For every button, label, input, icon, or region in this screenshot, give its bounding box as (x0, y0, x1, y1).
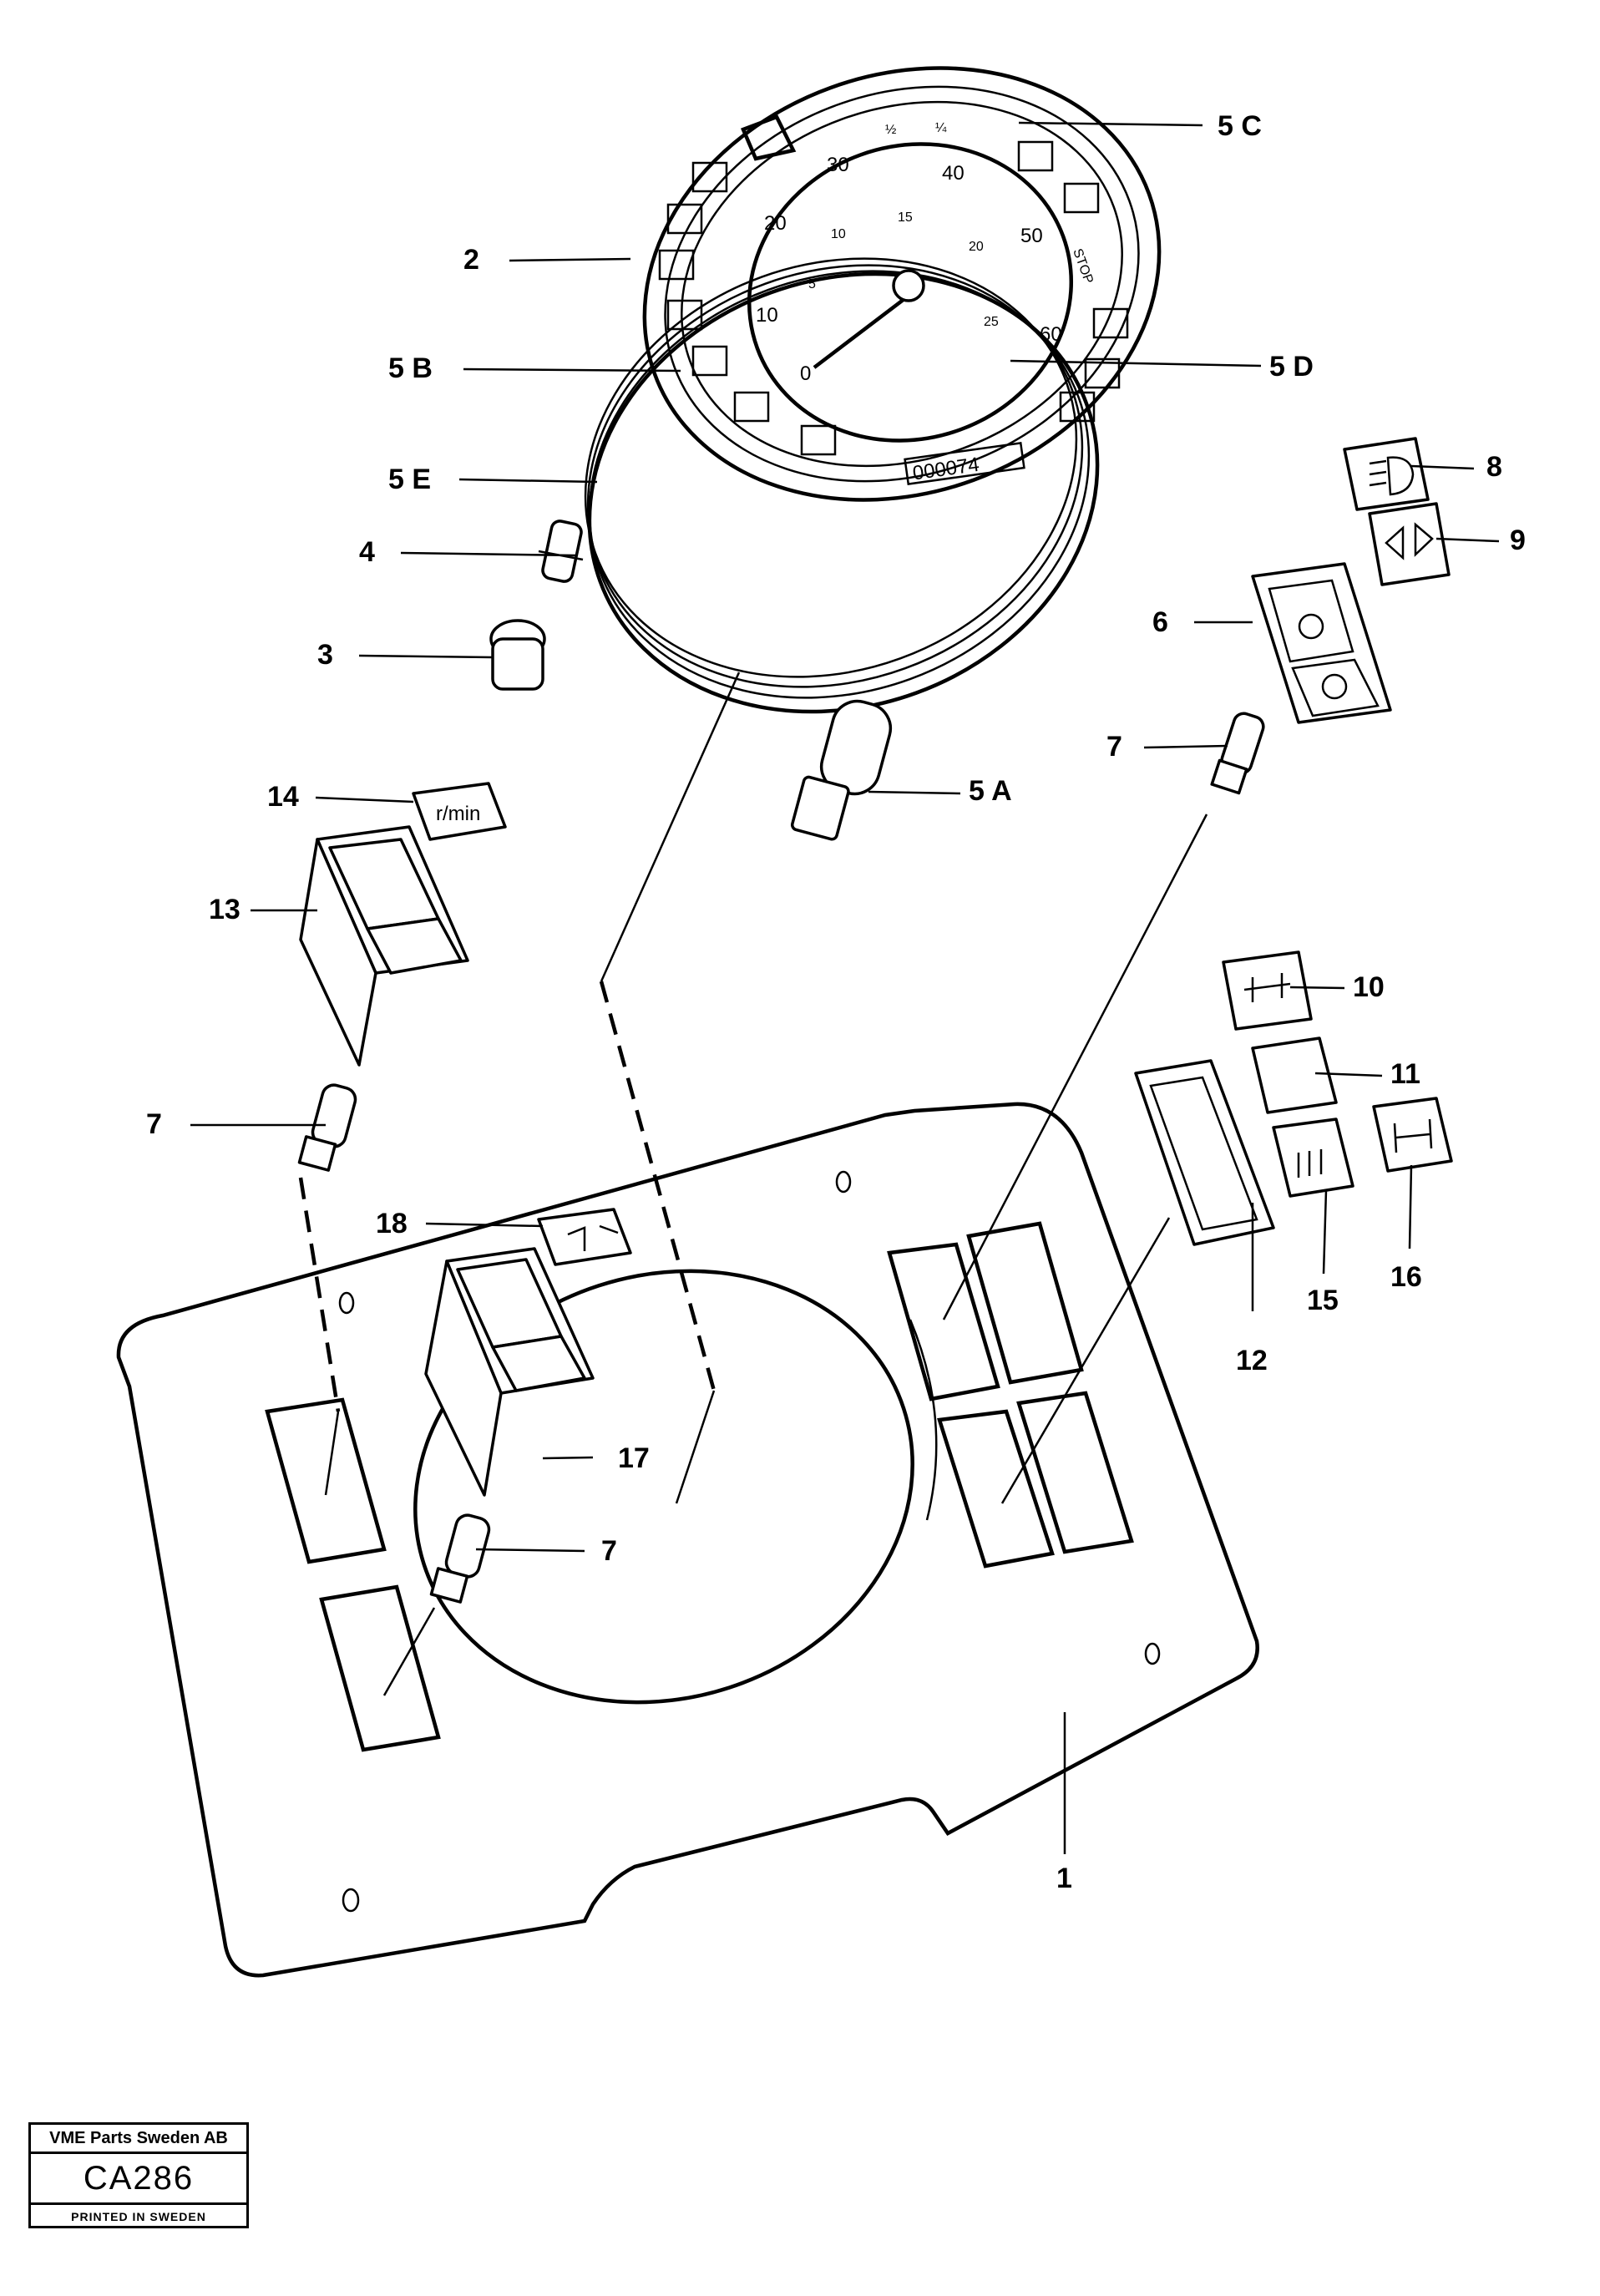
label-7-lower: 7 (601, 1535, 617, 1567)
label-4: 4 (359, 536, 375, 568)
symbol-16 (1372, 1097, 1453, 1173)
dial-tick-10: 10 (756, 304, 778, 327)
symbol-14: r/min (412, 782, 507, 841)
bulb-5a (790, 699, 893, 841)
switch-12 (1134, 1059, 1275, 1246)
bulb-7-left (297, 1083, 357, 1172)
stamp-printed: PRINTED IN SWEDEN (71, 2210, 206, 2223)
label-12: 12 (1236, 1345, 1268, 1376)
dial-tick-50: 50 (1020, 225, 1043, 247)
label-1: 1 (1056, 1863, 1072, 1894)
stamp-company: VME Parts Sweden AB (31, 2125, 246, 2154)
bulb-4 (538, 520, 584, 583)
label-18: 18 (376, 1208, 408, 1239)
label-15: 15 (1307, 1285, 1339, 1316)
label-13: 13 (209, 894, 241, 925)
label-5b: 5 B (388, 352, 433, 384)
assembly-lines (298, 672, 1208, 1696)
dial-tick-30: 30 (827, 154, 849, 176)
fuel-mark-quarter: ¼ (935, 121, 947, 135)
combination-instrument: 0 10 20 30 40 50 60 5 10 15 20 25 ½ ¼ ST… (584, 66, 1162, 714)
dial-inner-25: 25 (984, 315, 999, 329)
dial-inner-20: 20 (969, 240, 984, 254)
label-3: 3 (317, 639, 333, 671)
dial-tick-60: 60 (1040, 323, 1062, 346)
label-5d: 5 D (1269, 351, 1314, 383)
label-7-top: 7 (1106, 731, 1122, 763)
label-5c: 5 C (1218, 110, 1262, 142)
label-5a: 5 A (969, 775, 1012, 807)
label-2: 2 (463, 244, 479, 276)
stop-text: STOP (1070, 247, 1096, 286)
bulb-7-upper-right (1210, 712, 1265, 795)
rocker-switch-13 (299, 825, 469, 1067)
rocker-switch-17 (424, 1247, 595, 1497)
symbol-8 (1343, 437, 1430, 511)
label-5e: 5 E (388, 464, 431, 495)
stamp-code: CA286 (31, 2154, 246, 2205)
label-11: 11 (1390, 1058, 1420, 1090)
dial-inner-10: 10 (831, 227, 846, 241)
symbol-9 (1368, 502, 1451, 586)
label-7-left: 7 (146, 1108, 162, 1140)
bulb-7-lower (429, 1513, 491, 1604)
label-8: 8 (1486, 451, 1502, 483)
switch-6 (1251, 562, 1392, 724)
dial-tick-20: 20 (764, 212, 787, 235)
symbol-18 (537, 1208, 632, 1266)
dial-inner-5: 5 (808, 277, 816, 291)
dial-tick-40: 40 (942, 162, 965, 185)
label-14: 14 (267, 781, 299, 813)
instrument-panel-plate (116, 1102, 1259, 1978)
fuel-mark-half: ½ (885, 123, 896, 137)
label-10: 10 (1353, 971, 1385, 1003)
symbol-10 (1222, 950, 1313, 1031)
label-9: 9 (1510, 525, 1526, 556)
leader-lines (190, 121, 1500, 1854)
label-17: 17 (618, 1442, 650, 1474)
dial-tick-0: 0 (800, 362, 811, 385)
rpm-symbol-text: r/min (436, 803, 480, 825)
dial-inner-15: 15 (898, 210, 913, 225)
part-labels: 5 C 2 5 B 5 D 5 E 8 4 9 6 3 7 5 A 14 13 … (146, 110, 1526, 1894)
label-6: 6 (1152, 606, 1168, 638)
label-16: 16 (1390, 1261, 1422, 1293)
symbol-11 (1251, 1036, 1338, 1114)
title-stamp: VME Parts Sweden AB CA286 PRINTED IN SWE… (28, 2122, 249, 2228)
symbol-15 (1272, 1118, 1354, 1198)
bulb-holder-3 (489, 619, 546, 691)
